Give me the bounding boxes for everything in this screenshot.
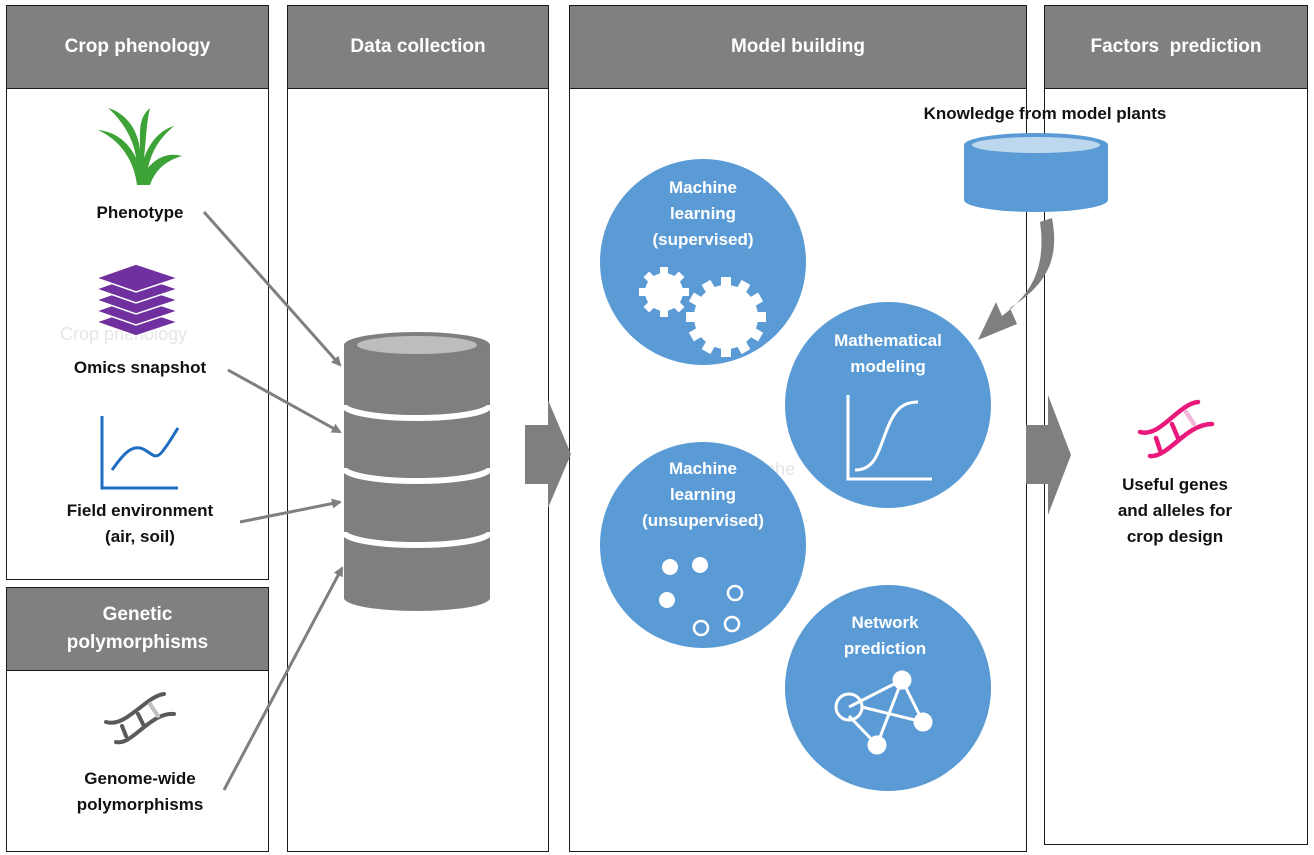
model-building-header: Model building — [570, 6, 1026, 89]
ml-unsupervised-line2: learning — [670, 485, 736, 504]
network-icon — [834, 670, 933, 755]
ml-unsupervised-circle: Machine learning (unsupervised) — [600, 442, 806, 648]
ml-supervised-circle: Machine learning (supervised) — [600, 159, 806, 365]
math-modeling-circle: Mathematical modeling — [785, 302, 991, 508]
network-line1: Network — [851, 613, 919, 632]
flow-arrow-1 — [525, 400, 571, 508]
arrow-phenotype — [202, 211, 342, 367]
field-environment-label: Field environment (air, soil) — [66, 501, 214, 546]
genetic-polymorphisms-header: Genetic polymorphisms — [7, 588, 268, 671]
arrow-genome — [222, 566, 344, 791]
output-label: Useful genes and alleles for crop design — [1117, 475, 1233, 546]
database-icon — [341, 332, 493, 611]
arrow-omics — [227, 368, 342, 434]
knowledge-database-icon — [964, 133, 1108, 212]
gears-icon — [639, 267, 766, 357]
flow-arrow-2 — [1026, 395, 1071, 515]
input-arrows — [202, 211, 344, 791]
ml-unsupervised-line1: Machine — [669, 459, 737, 478]
clusters-icon — [659, 557, 744, 637]
phenotype-label: Phenotype — [96, 203, 184, 222]
arrow-field — [239, 498, 342, 524]
math-modeling-line2: modeling — [850, 357, 926, 376]
genetic-polymorphisms-panel: Genetic polymorphisms — [6, 587, 269, 852]
knowledge-arrow — [978, 218, 1055, 340]
genome-wide-label: Genome-wide polymorphisms — [76, 769, 204, 814]
field-chart-icon — [100, 416, 180, 490]
knowledge-label: Knowledge from model plants — [923, 104, 1167, 123]
crop-phenology-panel: Crop phenology — [6, 5, 269, 580]
sigmoid-icon — [846, 395, 932, 481]
plant-icon — [98, 108, 182, 185]
crop-phenology-header: Crop phenology — [7, 6, 268, 89]
omics-label: Omics snapshot — [73, 358, 207, 377]
network-prediction-circle: Network prediction — [785, 585, 991, 791]
data-collection-header: Data collection — [288, 6, 548, 89]
ml-supervised-line2: learning — [670, 204, 736, 223]
omics-layers-icon — [93, 263, 181, 337]
ml-supervised-line1: Machine — [669, 178, 737, 197]
factors-prediction-header: Factors prediction — [1045, 6, 1307, 89]
dna-gray-icon — [104, 692, 176, 745]
network-line2: prediction — [844, 639, 926, 658]
ml-unsupervised-line3: (unsupervised) — [642, 511, 764, 530]
ml-supervised-line3: (supervised) — [652, 230, 753, 249]
math-modeling-line1: Mathematical — [834, 331, 942, 350]
dna-output-icon — [1137, 399, 1215, 459]
